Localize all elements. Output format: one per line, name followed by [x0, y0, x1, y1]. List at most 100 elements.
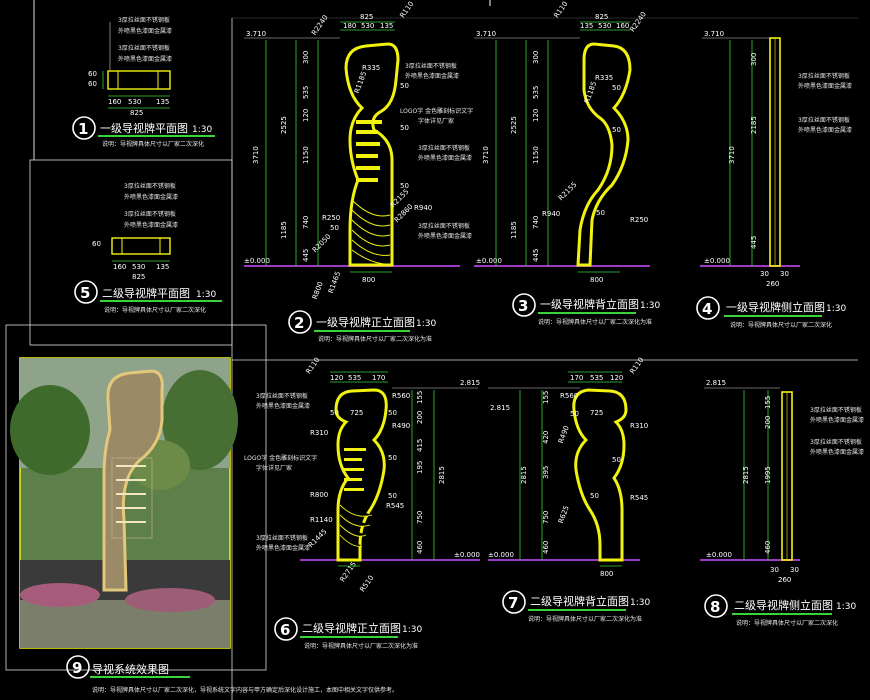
v7-r490: R490 — [557, 425, 571, 445]
v2-note-e: 3厚拉丝面不锈钢板 — [418, 222, 470, 230]
v7-w535: 535 — [590, 374, 603, 382]
v3-r335: R335 — [595, 74, 613, 82]
view-9-rendering: 9 导视系统效果图 — [5, 324, 267, 679]
v3-h1150: 1150 — [532, 146, 540, 164]
v2-r800: R800 — [311, 281, 325, 301]
v6-h415: 415 — [416, 439, 424, 452]
v9-number: 9 — [72, 659, 82, 677]
v7-w170: 170 — [570, 374, 583, 382]
v6-scale: 1:30 — [402, 625, 422, 635]
v4-note: 说明：导视牌具体尺寸以厂家二次深化 — [730, 321, 832, 329]
v2-h1185: 1185 — [280, 221, 288, 239]
v6-h200: 200 — [416, 411, 424, 424]
v2-r335: R335 — [362, 64, 380, 72]
v7-r625: R625 — [557, 505, 571, 525]
view-5-plan: 3厚拉丝面不锈钢板 外喷黑色漆面金属漆 3厚拉丝面不锈钢板 外喷黑色漆面金属漆 … — [29, 159, 233, 346]
v1-title: 一级导视牌平面图 — [100, 121, 188, 135]
v2-note-d: 外喷黑色漆面金属漆 — [418, 154, 472, 162]
view-7-back: 2.815 ±0.000 2815 155 420 395 750 460 17… — [488, 356, 650, 623]
v5-number-circle — [74, 280, 98, 304]
v7-w725: 725 — [590, 409, 603, 417]
v6-logo-b: 字体详见厂家 — [256, 464, 292, 472]
v7-r560: R560 — [560, 392, 578, 400]
v1-dim-b: 60 — [88, 80, 97, 88]
v2-h120: 120 — [302, 109, 310, 122]
v5-dim-c: 530 — [132, 263, 145, 271]
v6-number-circle — [274, 617, 298, 641]
v8-number-circle — [704, 594, 728, 618]
v6-r310: R310 — [310, 429, 328, 437]
v5-number: 5 — [80, 284, 90, 302]
v8-note-d: 外喷黑色漆面金属漆 — [810, 448, 864, 456]
v1-scale: 1:30 — [192, 125, 212, 135]
v3-d50c: 50 — [596, 209, 605, 217]
v1-dim-f: 825 — [130, 109, 143, 117]
v3-h1185: 1185 — [510, 221, 518, 239]
v6-r110: R110 — [304, 356, 321, 376]
bottom-note: 说明：导视牌具体尺寸以厂家二次深化，导视系统文字内容与甲方确定后深化设计施工，本… — [92, 686, 398, 694]
v2-h535: 535 — [302, 86, 310, 99]
v8-h1995: 1995 — [764, 466, 772, 484]
v3-level-0: ±0.000 — [476, 257, 502, 265]
v2-w135: 135 — [380, 22, 393, 30]
v6-h2815: 2815 — [438, 466, 446, 484]
v5-dim-e: 825 — [132, 273, 145, 281]
v6-title: 二级导视牌正立面图 — [302, 621, 401, 635]
v6-w535: 535 — [348, 374, 361, 382]
v7-sign-outline — [572, 388, 628, 562]
v4-w30b: 30 — [780, 270, 789, 278]
v2-h2525: 2525 — [280, 116, 288, 134]
v3-h2525: 2525 — [510, 116, 518, 134]
v1-dim-e: 135 — [156, 98, 169, 106]
v6-sign-outline — [334, 388, 388, 562]
v2-note-f: 外喷黑色漆面金属漆 — [418, 232, 472, 240]
v7-r110: R110 — [628, 356, 645, 376]
v4-note-d: 外喷黑色漆面金属漆 — [798, 126, 852, 134]
v6-r510: R510 — [358, 574, 375, 594]
v3-h3710: 3710 — [482, 146, 490, 164]
v2-r110: R110 — [398, 0, 415, 20]
v4-h300: 300 — [750, 53, 758, 66]
v1-number: 1 — [78, 120, 88, 138]
v8-w260: 260 — [778, 576, 791, 584]
v8-note-c: 3厚拉丝面不锈钢板 — [810, 438, 862, 446]
v6-level-top: 2.815 — [460, 379, 480, 387]
v8-note-b: 外喷黑色漆面金属漆 — [810, 416, 864, 424]
v7-h460: 460 — [542, 541, 550, 554]
v7-d50b: 50 — [612, 456, 621, 464]
v6-note-c: 3厚拉丝面不锈钢板 — [256, 534, 308, 542]
v4-note-b: 外喷黑色漆面金属漆 — [798, 82, 852, 90]
v3-w135: 135 — [580, 22, 593, 30]
v4-level-top: 3.710 — [704, 30, 724, 38]
v6-h195: 195 — [416, 461, 424, 474]
v2-note-c: 3厚拉丝面不锈钢板 — [418, 144, 470, 152]
v7-title: 二级导视牌背立面图 — [530, 594, 629, 608]
v8-note: 说明：导视牌具体尺寸以厂家二次深化 — [736, 619, 838, 627]
v1-number-circle — [72, 116, 96, 140]
v3-sign-outline — [576, 42, 632, 267]
v5-note-a: 3厚拉丝面不锈钢板 — [124, 182, 176, 190]
v5-dim-b: 160 — [113, 263, 126, 271]
v2-r1465: R1465 — [327, 270, 342, 294]
v2-h740: 740 — [302, 216, 310, 229]
v6-r800: R800 — [310, 491, 328, 499]
v2-note-b: 外喷黑色漆面金属漆 — [405, 72, 459, 80]
view-8-side: 2.815 ±0.000 2815 1995 155 200 460 3厚拉丝面… — [700, 379, 864, 627]
v3-note: 说明：导视牌具体尺寸以厂家二次深化为准 — [538, 318, 652, 326]
v8-level-top: 2.815 — [706, 379, 726, 387]
v3-title: 一级导视牌背立面图 — [540, 297, 639, 311]
v2-w180: 180 — [343, 22, 356, 30]
v2-d50a: 50 — [400, 82, 409, 90]
v6-r350: R560 — [392, 392, 410, 400]
v7-h420: 420 — [542, 431, 550, 444]
v2-d50b: 50 — [400, 124, 409, 132]
v6-h750: 750 — [416, 511, 424, 524]
v7-scale: 1:30 — [630, 598, 650, 608]
v8-w30b: 30 — [790, 566, 799, 574]
v6-h155: 155 — [416, 391, 424, 404]
v6-r545: R545 — [386, 502, 404, 510]
v3-h445: 445 — [532, 249, 540, 262]
v6-h460: 460 — [416, 541, 424, 554]
v8-note-a: 3厚拉丝面不锈钢板 — [810, 406, 862, 414]
v4-w30a: 30 — [760, 270, 769, 278]
